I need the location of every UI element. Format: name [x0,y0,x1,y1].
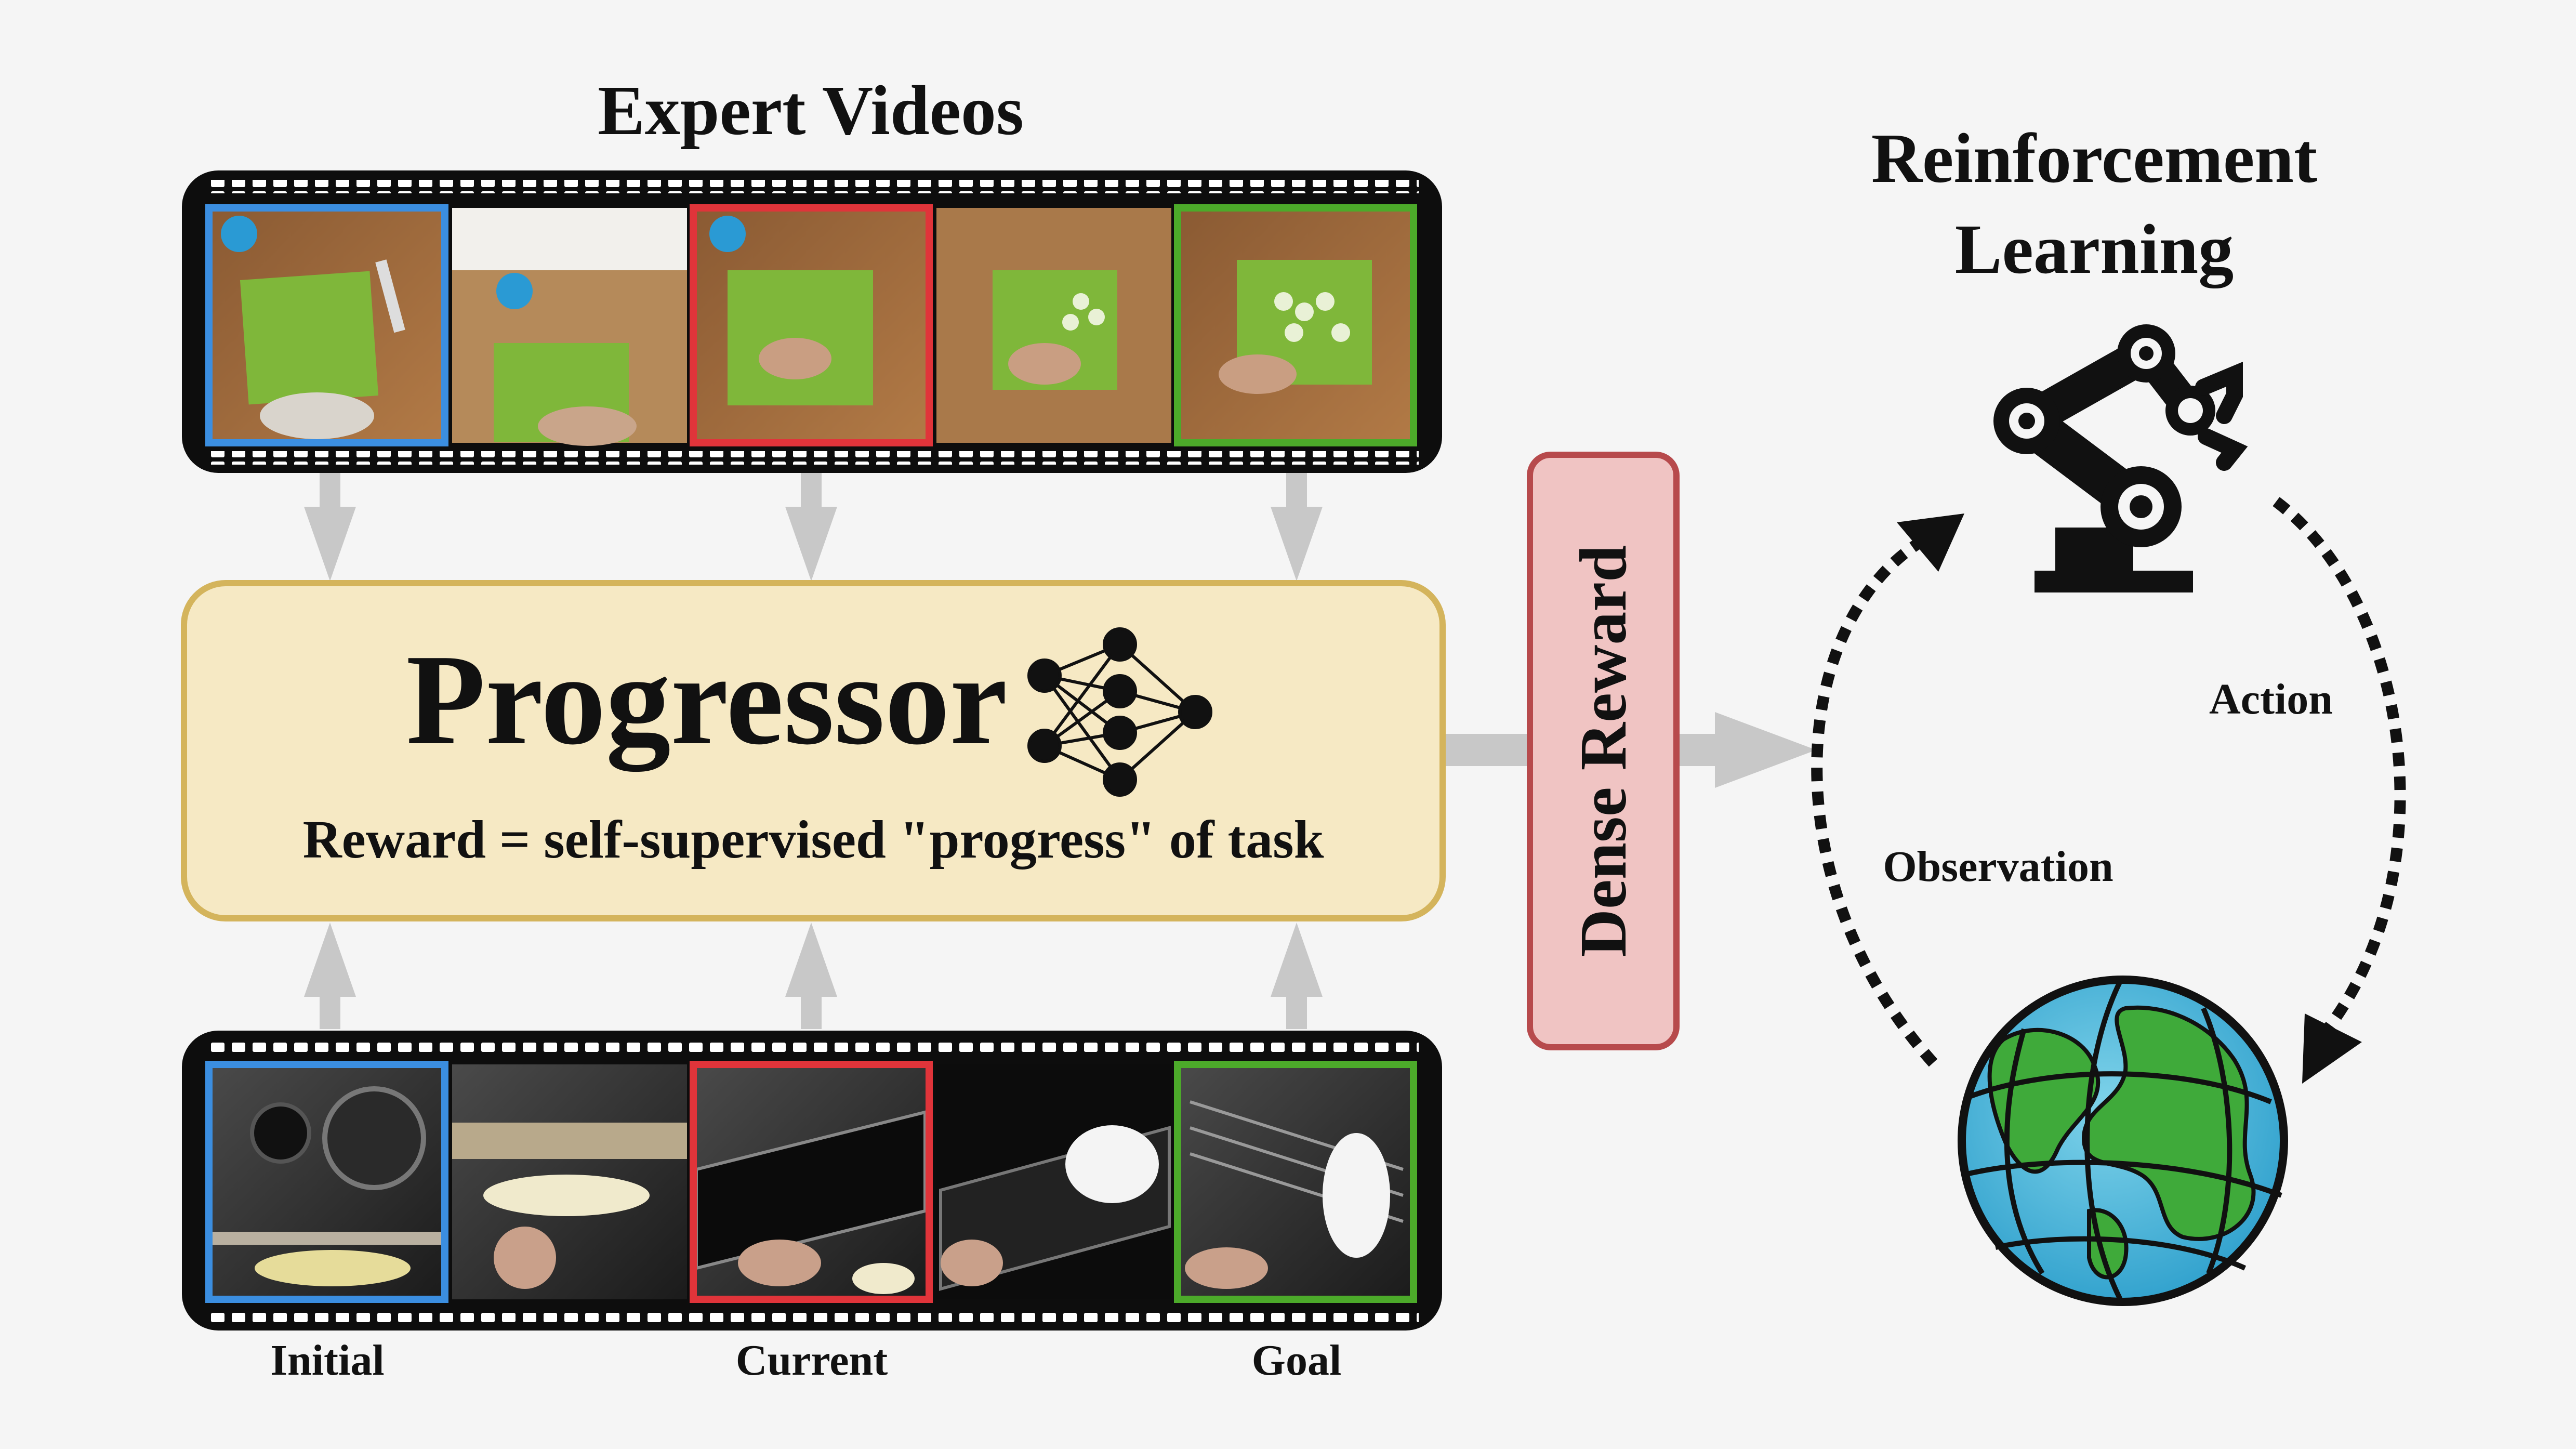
action-label: Action [2209,675,2333,723]
progressor-box: Progressor Reward = self-supervised "pro… [181,580,1446,921]
expert-frame-4 [936,208,1171,443]
progressor-subtitle: Reward = self-supervised "progress" of t… [303,810,1324,870]
expert-videos-title: Expert Videos [598,72,1024,150]
agent-frame-current [690,1061,933,1303]
rl-title-line2: Learning [1955,210,2234,288]
frame-label-goal: Goal [1252,1336,1342,1385]
expert-frame-goal [1174,204,1417,446]
rl-title-line1: Reinforcement [1871,120,2318,197]
agent-frame-initial [205,1061,448,1303]
dense-reward-box: Dense Reward [1527,452,1680,1050]
agent-video-filmstrip [182,1031,1442,1331]
observation-label: Observation [1883,842,2113,891]
action-loop-arrow [2273,497,2406,1084]
observation-loop-arrow [1811,513,1964,1067]
neural-network-icon [1027,627,1212,797]
expert-frame-2 [452,208,687,446]
expert-frame-initial [205,204,448,446]
top-input-arrows [304,473,1323,581]
bottom-input-arrows [304,923,1323,1029]
frame-label-initial: Initial [270,1336,384,1385]
dense-reward-label: Dense Reward [1566,545,1640,957]
expert-frame-current [690,204,933,446]
agent-frame-goal [1174,1061,1417,1303]
progressor-title: Progressor [406,628,1007,772]
agent-frame-2 [452,1064,687,1299]
expert-video-filmstrip [182,170,1442,473]
globe-icon [1958,976,2288,1306]
agent-frame-4 [936,1064,1171,1299]
reward-flow-arrow [1446,712,1816,788]
robot-arm-icon [1993,324,2248,592]
frame-label-current: Current [736,1336,888,1385]
